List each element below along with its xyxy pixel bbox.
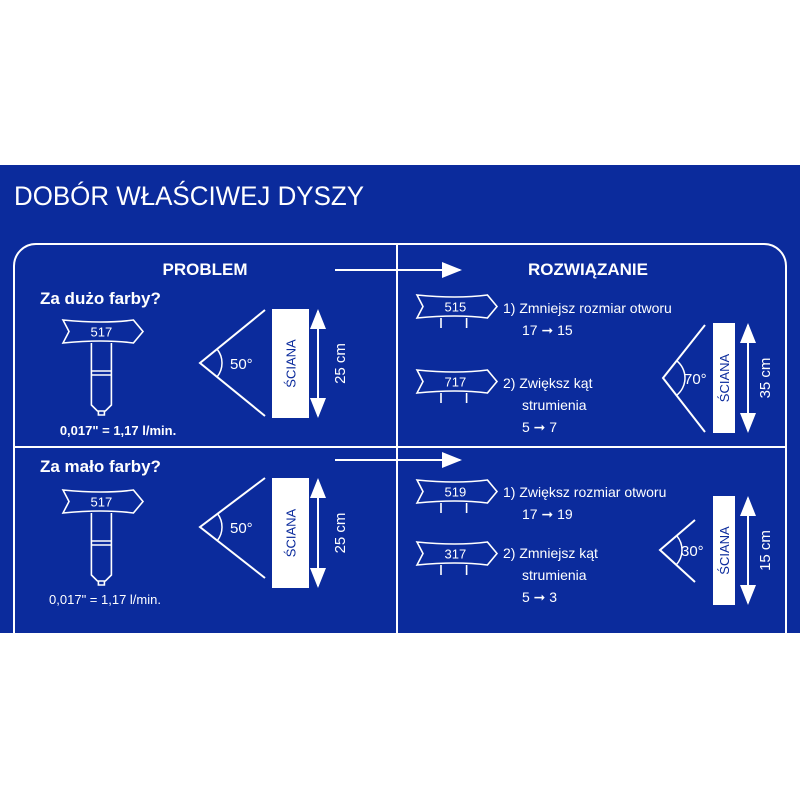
problem-header: PROBLEM (163, 260, 248, 279)
solution-step-text: 17 ➞ 19 (522, 506, 573, 522)
solution-step-text: 1) Zwiększ rozmiar otworu (503, 484, 666, 500)
tip-code: 517 (91, 325, 113, 340)
spray-width-label: 25 cm (332, 343, 349, 384)
angle-label: 30° (681, 543, 704, 560)
solution-nozzle-tip: 519 (415, 479, 499, 513)
nozzle: 517 (61, 319, 145, 416)
tip-code: 717 (445, 375, 467, 390)
nozzle: 517 (61, 489, 145, 586)
solution-step-text: strumienia (522, 567, 587, 583)
solution-nozzle-tip: 515 (415, 294, 499, 328)
tip-code: 515 (445, 300, 467, 315)
spray-angle: 30° (658, 519, 704, 583)
solution-step-text: strumienia (522, 397, 587, 413)
solution-step-text: 5 ➞ 3 (522, 589, 557, 605)
spray-width-label: 35 cm (757, 358, 774, 399)
tip-code: 317 (445, 547, 467, 562)
solution-header: ROZWIĄZANIE (528, 260, 648, 279)
tip-code: 517 (91, 495, 113, 510)
angle-label: 50° (230, 356, 253, 373)
solution-nozzle-tip: 717 (415, 369, 499, 403)
angle-label: 50° (230, 520, 253, 537)
table-frame (13, 243, 787, 633)
solution-step-text: 5 ➞ 7 (522, 419, 557, 435)
wall: ŚCIANA 15 cm (713, 496, 774, 605)
wall-label: ŚCIANA (717, 353, 732, 402)
spray-width-label: 25 cm (332, 513, 349, 554)
solution-nozzle-tip: 317 (415, 541, 499, 575)
solution-step-text: 2) Zwiększ kąt (503, 375, 593, 391)
flow-rate: 0,017" = 1,17 l/min. (60, 423, 176, 438)
flow-rate: 0,017" = 1,17 l/min. (49, 592, 161, 607)
problem-question: Za dużo farby? (40, 289, 161, 308)
wall: ŚCIANA 25 cm (272, 309, 349, 418)
wall-label: ŚCIANA (284, 339, 299, 388)
wall: ŚCIANA 35 cm (713, 323, 774, 433)
problem-question: Za mało farby? (40, 457, 161, 476)
solution-step-text: 2) Zmniejsz kąt (503, 545, 598, 561)
solution-step-text: 17 ➞ 15 (522, 322, 573, 338)
page-title: DOBÓR WŁAŚCIWEJ DYSZY (14, 179, 364, 211)
spray-width-label: 15 cm (757, 530, 774, 571)
spray-angle: 50° (198, 309, 266, 417)
tip-code: 519 (445, 485, 467, 500)
wall-label: ŚCIANA (717, 526, 732, 575)
solution-step-text: 1) Zmniejsz rozmiar otworu (503, 300, 672, 316)
wall-label: ŚCIANA (284, 508, 299, 557)
spray-angle: 70° (661, 324, 707, 433)
spray-angle: 50° (198, 477, 266, 579)
wall: ŚCIANA 25 cm (272, 478, 349, 588)
angle-label: 70° (684, 371, 707, 388)
